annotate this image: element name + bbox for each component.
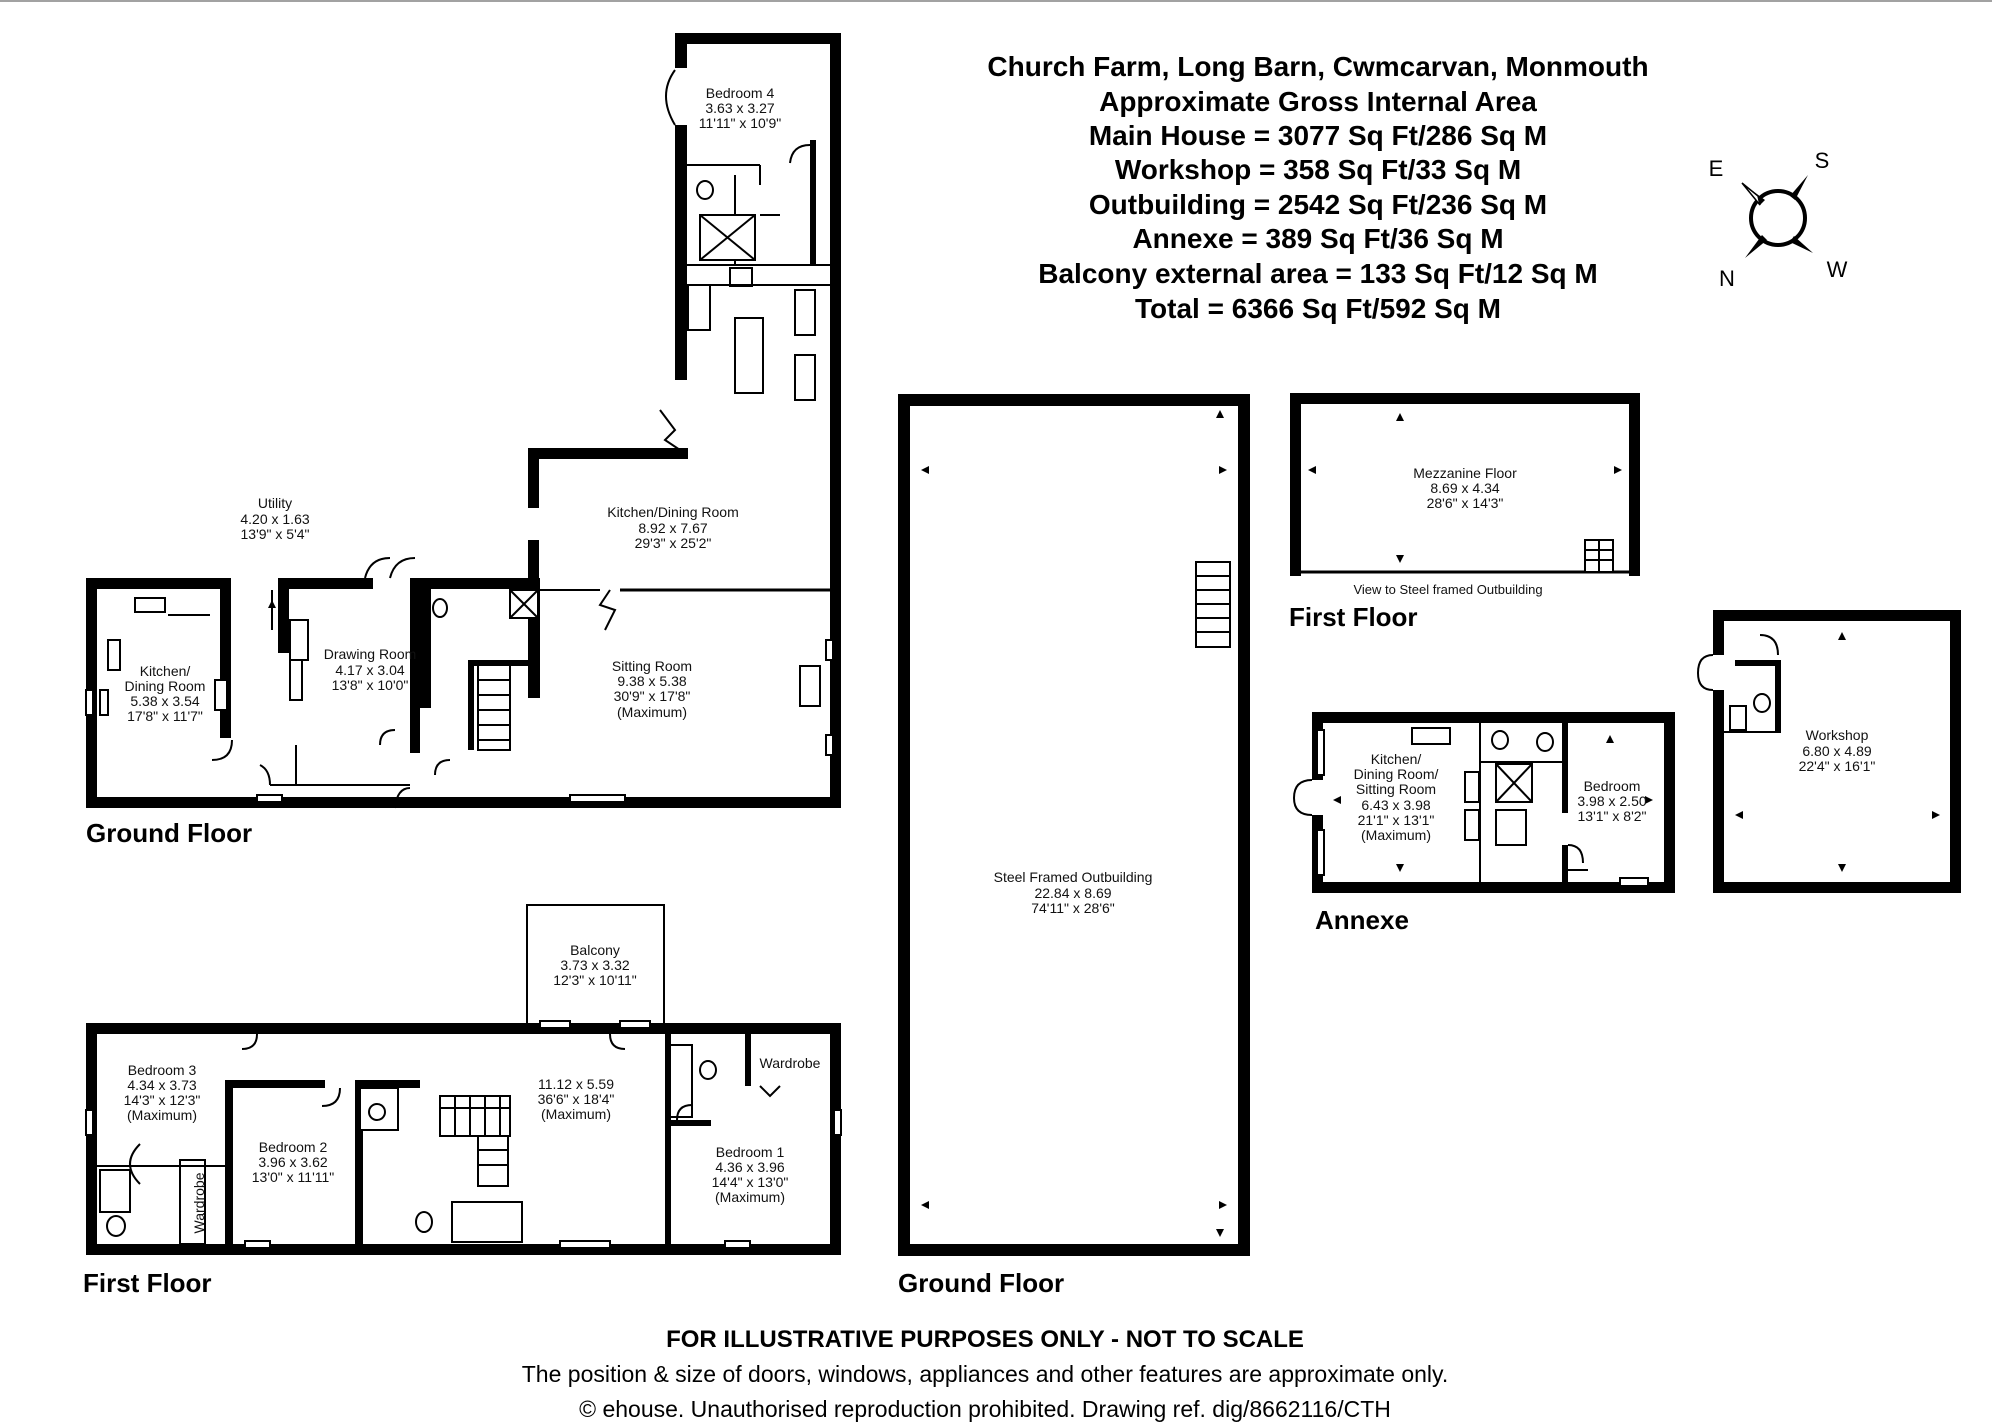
annexe-kitchen-imperial: 21'1" x 13'1" xyxy=(1358,812,1435,828)
ground-floor-labels: Bedroom 4 3.63 x 3.27 11'11" x 10'9" Kit… xyxy=(86,85,781,848)
landing-metric: 11.12 x 5.59 xyxy=(538,1076,614,1092)
mezzanine-metric: 8.69 x 4.34 xyxy=(1430,480,1499,496)
workshop-name: Workshop xyxy=(1806,727,1869,743)
annexe-bedroom-imperial: 13'1" x 8'2" xyxy=(1578,808,1647,824)
footer-disclaimer-bold: FOR ILLUSTRATIVE PURPOSES ONLY - NOT TO … xyxy=(666,1326,1304,1353)
workshop-labels: Workshop 6.80 x 4.89 22'4" x 16'1" xyxy=(1799,727,1876,774)
bedroom3-name: Bedroom 3 xyxy=(128,1062,197,1078)
workshop-plan xyxy=(1697,610,1961,893)
sitting-room-imperial: 30'9" x 17'8" xyxy=(614,688,691,704)
wardrobe-right-label: Wardrobe xyxy=(760,1055,821,1071)
annexe-kitchen-name2: Dining Room/ xyxy=(1354,766,1439,782)
annexe-kitchen-metric: 6.43 x 3.98 xyxy=(1361,797,1430,813)
kitchen-left-imperial: 17'8" x 11'7" xyxy=(127,708,203,724)
compass-e-label: E xyxy=(1709,156,1724,181)
outbuilding-name: Steel Framed Outbuilding xyxy=(994,869,1153,885)
kitchen-left-name2: Dining Room xyxy=(125,678,206,694)
mezzanine-imperial: 28'6" x 14'3" xyxy=(1427,495,1504,511)
bedroom4-metric: 3.63 x 3.27 xyxy=(705,100,774,116)
area-annexe: Annexe = 389 Sq Ft/36 Sq M xyxy=(1132,223,1503,254)
footer: FOR ILLUSTRATIVE PURPOSES ONLY - NOT TO … xyxy=(522,1326,1448,1422)
compass-w-label: W xyxy=(1827,257,1848,282)
balcony-imperial: 12'3" x 10'11" xyxy=(553,972,637,988)
bedroom3-metric: 4.34 x 3.73 xyxy=(127,1077,196,1093)
ground-floor-main-label: Ground Floor xyxy=(86,818,252,848)
annexe-kitchen-name3: Sitting Room xyxy=(1356,781,1436,797)
annexe-labels: Kitchen/ Dining Room/ Sitting Room 6.43 … xyxy=(1315,751,1647,935)
area-workshop: Workshop = 358 Sq Ft/33 Sq M xyxy=(1115,154,1521,185)
mezzanine-name: Mezzanine Floor xyxy=(1413,465,1517,481)
footer-copyright: © ehouse. Unauthorised reproduction proh… xyxy=(579,1396,1391,1422)
workshop-metric: 6.80 x 4.89 xyxy=(1802,743,1871,759)
first-floor-main-label: First Floor xyxy=(83,1268,212,1298)
area-balcony: Balcony external area = 133 Sq Ft/12 Sq … xyxy=(1038,258,1597,289)
first-floor-outbuilding-label: First Floor xyxy=(1289,602,1418,632)
annexe-label: Annexe xyxy=(1315,905,1409,935)
kitchen-dining-name: Kitchen/Dining Room xyxy=(607,504,739,520)
mezzanine-view-note: View to Steel framed Outbuilding xyxy=(1353,582,1542,597)
outbuilding-metric: 22.84 x 8.69 xyxy=(1034,885,1111,901)
balcony-metric: 3.73 x 3.32 xyxy=(560,957,629,973)
drawing-room-metric: 4.17 x 3.04 xyxy=(335,662,404,678)
bedroom1-imperial: 14'4" x 13'0" xyxy=(712,1174,789,1190)
drawing-room-imperial: 13'8" x 10'0" xyxy=(332,677,409,693)
area-outbuilding: Outbuilding = 2542 Sq Ft/236 Sq M xyxy=(1089,189,1547,220)
area-subtitle: Approximate Gross Internal Area xyxy=(1099,86,1537,117)
kitchen-dining-imperial: 29'3" x 25'2" xyxy=(635,535,712,551)
bedroom4-name: Bedroom 4 xyxy=(706,85,775,101)
outbuilding-labels: Steel Framed Outbuilding 22.84 x 8.69 74… xyxy=(898,869,1152,1298)
wardrobe-left-label: Wardrobe xyxy=(191,1172,207,1233)
drawing-room-name: Drawing Room xyxy=(324,646,417,662)
area-total: Total = 6366 Sq Ft/592 Sq M xyxy=(1135,293,1501,324)
compass-s-label: S xyxy=(1815,148,1830,173)
area-main-house: Main House = 3077 Sq Ft/286 Sq M xyxy=(1089,120,1547,151)
bedroom3-imperial: 14'3" x 12'3" xyxy=(124,1092,201,1108)
compass-n-label: N xyxy=(1719,266,1735,291)
bedroom1-metric: 4.36 x 3.96 xyxy=(715,1159,784,1175)
mezzanine-labels: Mezzanine Floor 8.69 x 4.34 28'6" x 14'3… xyxy=(1289,465,1543,632)
annexe-bedroom-name: Bedroom xyxy=(1584,778,1641,794)
sitting-room-name: Sitting Room xyxy=(612,658,692,674)
annexe-kitchen-max: (Maximum) xyxy=(1361,827,1431,843)
sitting-room-metric: 9.38 x 5.38 xyxy=(617,673,686,689)
kitchen-left-metric: 5.38 x 3.54 xyxy=(130,693,199,709)
first-floor-labels: Balcony 3.73 x 3.32 12'3" x 10'11" Bedro… xyxy=(83,942,821,1298)
annexe-kitchen-name1: Kitchen/ xyxy=(1371,751,1422,767)
utility-name: Utility xyxy=(258,495,292,511)
outbuilding-plan xyxy=(898,394,1250,1256)
bedroom1-max: (Maximum) xyxy=(715,1189,785,1205)
bedroom4-imperial: 11'11" x 10'9" xyxy=(699,115,782,131)
outbuilding-imperial: 74'11" x 28'6" xyxy=(1031,900,1115,916)
mezzanine-plan xyxy=(1290,393,1640,576)
footer-disclaimer: The position & size of doors, windows, a… xyxy=(522,1361,1448,1387)
ground-floor-outbuilding-label: Ground Floor xyxy=(898,1268,1064,1298)
kitchen-left-name1: Kitchen/ xyxy=(140,663,191,679)
bedroom1-name: Bedroom 1 xyxy=(716,1144,785,1160)
utility-imperial: 13'9" x 5'4" xyxy=(241,526,310,542)
first-floor-main-plan xyxy=(85,904,842,1255)
landing-max: (Maximum) xyxy=(541,1106,611,1122)
annexe-bedroom-metric: 3.98 x 2.50 xyxy=(1577,793,1646,809)
bedroom2-metric: 3.96 x 3.62 xyxy=(258,1154,327,1170)
ground-floor-main-plan xyxy=(85,33,841,809)
property-title: Church Farm, Long Barn, Cwmcarvan, Monmo… xyxy=(987,51,1648,82)
bedroom2-name: Bedroom 2 xyxy=(259,1139,328,1155)
compass-icon: E S N W xyxy=(1709,148,1848,291)
bedroom3-max: (Maximum) xyxy=(127,1107,197,1123)
annexe-plan xyxy=(1293,712,1675,893)
header-block: Church Farm, Long Barn, Cwmcarvan, Monmo… xyxy=(987,51,1648,324)
bedroom2-imperial: 13'0" x 11'11" xyxy=(252,1169,335,1185)
utility-metric: 4.20 x 1.63 xyxy=(240,511,309,527)
landing-imperial: 36'6" x 18'4" xyxy=(538,1091,615,1107)
sitting-room-max: (Maximum) xyxy=(617,704,687,720)
kitchen-dining-metric: 8.92 x 7.67 xyxy=(638,520,707,536)
workshop-imperial: 22'4" x 16'1" xyxy=(1799,758,1876,774)
balcony-name: Balcony xyxy=(570,942,620,958)
